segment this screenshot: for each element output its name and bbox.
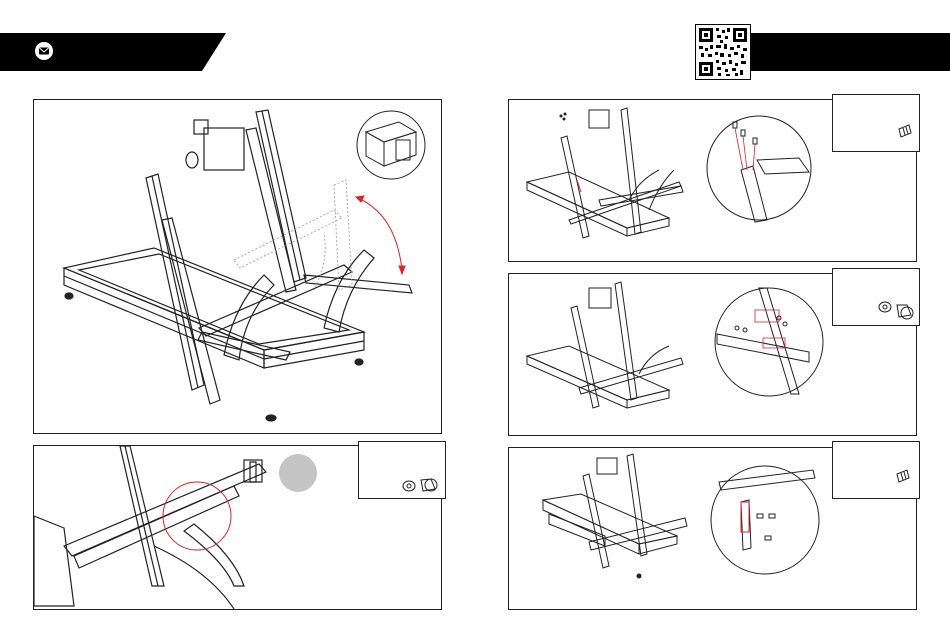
t-nut-icon — [833, 442, 919, 498]
left-header-banner — [0, 33, 226, 71]
qr-code[interactable] — [695, 24, 751, 80]
parts-inset-tnut-top — [832, 94, 920, 152]
t-nuts-detail-circle — [711, 466, 819, 574]
t-nut-icon — [833, 95, 919, 151]
frame-bolts-detail-circle — [715, 288, 823, 396]
profile-detail-circle — [357, 111, 425, 179]
parts-inset-bolt — [358, 441, 446, 499]
mail-icon — [35, 42, 53, 60]
bolt-washer-icon — [833, 269, 919, 325]
panel-frame-tilt — [33, 99, 442, 434]
parts-inset-tnut-bottom — [832, 441, 920, 499]
bolt-washer-icon — [359, 442, 445, 498]
parts-inset-bolt-middle — [832, 268, 920, 326]
step-number-badge — [279, 454, 317, 492]
right-header-banner — [750, 33, 950, 71]
simulator-frame-tilt-illustration — [34, 100, 441, 433]
insert-nuts-detail-circle — [707, 116, 811, 222]
